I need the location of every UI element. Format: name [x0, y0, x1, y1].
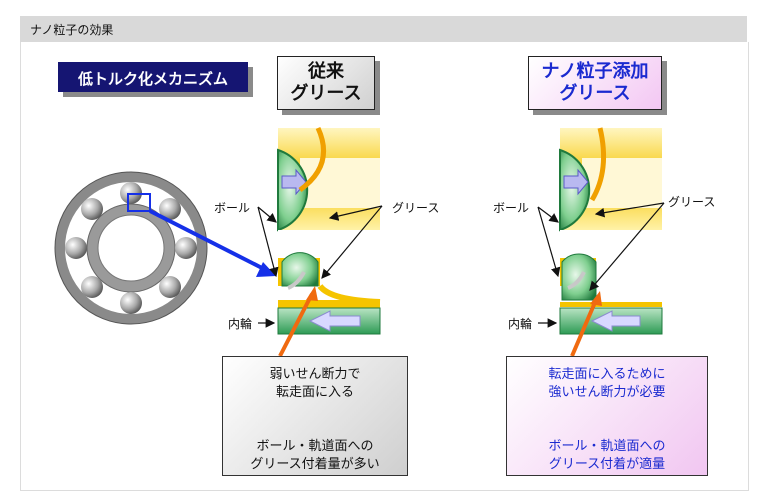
- nano-ball-label: ボール: [493, 201, 530, 215]
- nano-detail: [559, 127, 663, 335]
- conventional-detail: [277, 126, 381, 335]
- nano-grease-pointer-label: グリース: [668, 195, 716, 209]
- conventional-inner-ring-label: 内輪: [228, 317, 253, 331]
- conventional-pointers: [257, 205, 383, 357]
- section-header: ナノ粒子の効果: [20, 16, 747, 42]
- bearing-ball: [159, 276, 181, 298]
- nano-result-line1: ボール・軌道面への: [548, 439, 666, 454]
- bearing-ball: [81, 198, 103, 220]
- nano-result-line2: グリース付着が適量: [548, 457, 666, 472]
- mechanism-title: 低トルク化メカニズム: [77, 70, 228, 88]
- nano-pointers: [537, 202, 665, 357]
- nano-inner-ring-label: 内輪: [508, 317, 533, 331]
- conventional-note-line2: 転走面に入る: [275, 385, 354, 400]
- mechanism-title-box: 低トルク化メカニズム: [58, 62, 248, 92]
- conventional-result-line2: グリース付着量が多い: [250, 457, 380, 472]
- zoom-box: [127, 193, 151, 212]
- conventional-grease-pointer-label: グリース: [392, 201, 440, 215]
- bearing-ball: [65, 237, 87, 259]
- bearing-ball: [81, 276, 103, 298]
- conventional-note-line1: 弱いせん断力で: [269, 367, 361, 382]
- nano-note-line2: 強いせん断力が必要: [548, 385, 666, 400]
- section-title: ナノ粒子の効果: [30, 23, 114, 37]
- conventional-result-line1: ボール・軌道面への: [256, 439, 374, 454]
- nano-label-line2: グリース: [559, 83, 631, 104]
- bearing-ball: [175, 237, 197, 259]
- nano-grease-label: ナノ粒子添加 グリース: [528, 56, 662, 110]
- conventional-note: 弱いせん断力で 転走面に入る ボール・軌道面への グリース付着量が多い: [222, 356, 408, 476]
- nano-label-line1: ナノ粒子添加: [541, 61, 649, 82]
- bearing-ball: [159, 198, 181, 220]
- conventional-ball-label: ボール: [214, 201, 251, 215]
- bearing-illustration: [54, 171, 208, 325]
- conventional-label-line2: グリース: [290, 83, 362, 104]
- nano-note: 転走面に入るために 強いせん断力が必要 ボール・軌道面への グリース付着が適量: [506, 356, 708, 476]
- conventional-label-line1: 従来: [308, 61, 344, 82]
- nano-note-line1: 転走面に入るために: [548, 367, 666, 382]
- conventional-grease-label: 従来 グリース: [277, 56, 375, 110]
- bearing-ball: [120, 292, 142, 314]
